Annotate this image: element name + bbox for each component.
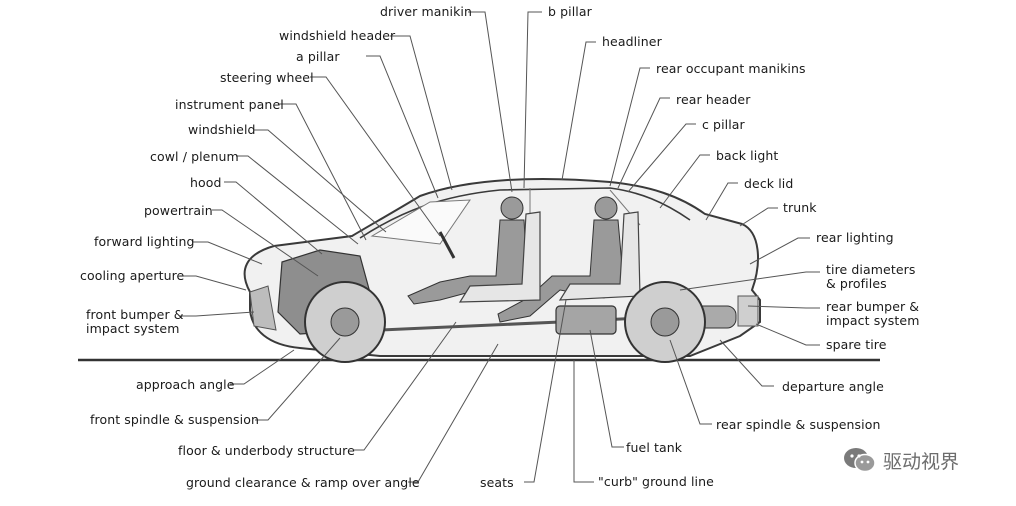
rear-seat bbox=[558, 211, 641, 301]
label-floor-underbody: floor & underbody structure bbox=[178, 443, 355, 458]
wechat-icon bbox=[843, 446, 877, 474]
label-ground-clearance: ground clearance & ramp over angle bbox=[186, 475, 420, 490]
label-cowl-plenum: cowl / plenum bbox=[150, 149, 239, 164]
windshield-glass bbox=[370, 199, 471, 245]
label-curb-ground-line: "curb" ground line bbox=[598, 474, 714, 489]
watermark-text: 驱动视界 bbox=[883, 450, 960, 473]
label-forward-lighting: forward lighting bbox=[94, 234, 195, 249]
rear-wheel bbox=[624, 281, 706, 363]
label-driver-manikin: driver manikin bbox=[380, 4, 473, 19]
label-seats: seats bbox=[480, 475, 514, 490]
label-instrument-panel: instrument panel bbox=[175, 97, 284, 112]
greenhouse bbox=[359, 187, 691, 239]
label-front-spindle-suspension: front spindle & suspension bbox=[90, 412, 259, 427]
driver-manikin bbox=[407, 196, 529, 305]
label-tire-diameters-profiles: tire diameters & profiles bbox=[826, 262, 916, 291]
label-rear-bumper-impact: rear bumper & impact system bbox=[826, 299, 920, 328]
fuel-tank-shape bbox=[555, 305, 617, 335]
front-bumper-shape bbox=[249, 285, 277, 331]
label-steering-wheel: steering wheel bbox=[220, 70, 314, 85]
label-departure-angle: departure angle bbox=[782, 379, 884, 394]
label-back-light: back light bbox=[716, 148, 779, 163]
rear-bumper-shape bbox=[737, 295, 759, 327]
label-hood: hood bbox=[190, 175, 222, 190]
label-cooling-aperture: cooling aperture bbox=[80, 268, 185, 283]
label-windshield-header: windshield header bbox=[279, 28, 396, 43]
label-powertrain: powertrain bbox=[144, 203, 213, 218]
front-seat bbox=[458, 211, 541, 303]
label-rear-header: rear header bbox=[676, 92, 751, 107]
label-headliner: headliner bbox=[602, 34, 662, 49]
label-a-pillar: a pillar bbox=[296, 49, 340, 64]
label-approach-angle: approach angle bbox=[136, 377, 235, 392]
label-c-pillar: c pillar bbox=[702, 117, 745, 132]
leader-lines bbox=[180, 11, 820, 483]
label-windshield: windshield bbox=[188, 122, 256, 137]
label-b-pillar: b pillar bbox=[548, 4, 592, 19]
label-spare-tire: spare tire bbox=[826, 337, 887, 352]
watermark: 驱动视界 bbox=[843, 443, 959, 477]
steering-wheel-shape bbox=[438, 231, 456, 259]
label-fuel-tank: fuel tank bbox=[626, 440, 683, 455]
label-rear-lighting: rear lighting bbox=[816, 230, 894, 245]
label-rear-occupant-manikins: rear occupant manikins bbox=[656, 61, 806, 76]
label-trunk: trunk bbox=[783, 200, 817, 215]
label-deck-lid: deck lid bbox=[744, 176, 794, 191]
label-rear-spindle-suspension: rear spindle & suspension bbox=[716, 417, 881, 432]
label-front-bumper-impact: front bumper & impact system bbox=[86, 307, 184, 336]
front-wheel bbox=[304, 281, 386, 363]
